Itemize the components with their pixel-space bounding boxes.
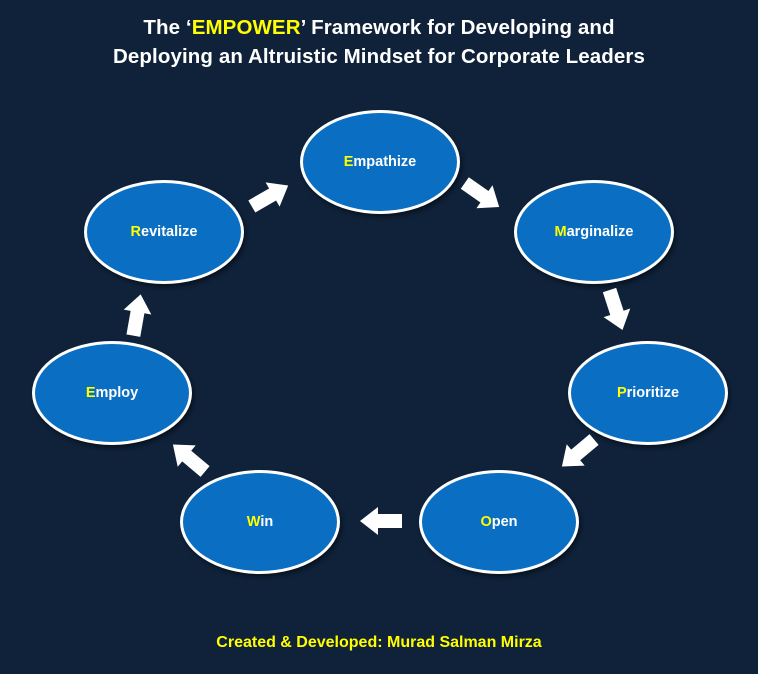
arrow-win-to-employ-icon <box>168 444 210 477</box>
node-initial: E <box>343 154 354 170</box>
title-prefix: The ‘ <box>143 16 192 39</box>
node-label: rioritize <box>626 385 680 401</box>
node-initial: M <box>554 224 567 240</box>
node-initial: W <box>246 514 261 530</box>
arrow-employ-to-revitalize-icon <box>116 294 158 337</box>
node-label: evitalize <box>141 224 198 240</box>
node-initial: O <box>480 514 492 530</box>
arrow-marginalize-to-prioritize-icon <box>595 287 637 330</box>
node-label: pen <box>491 514 518 530</box>
node-initial: P <box>616 385 627 401</box>
node-label: arginalize <box>566 224 634 240</box>
node-label: in <box>260 514 274 530</box>
node-label: mpathize <box>353 154 417 170</box>
arrow-revitalize-to-empathize-icon <box>248 182 291 213</box>
node-label: mploy <box>95 385 139 401</box>
node-initial: R <box>130 224 142 240</box>
title-suffix: ’ Framework for Developing and <box>300 16 615 39</box>
node-initial: E <box>85 385 96 401</box>
title-line-1: The ‘EMPOWER’ Framework for Developing a… <box>0 13 758 42</box>
diagram-title: The ‘EMPOWER’ Framework for Developing a… <box>0 13 758 71</box>
credit-line: Created & Developed: Murad Salman Mirza <box>216 634 542 651</box>
arrow-empathize-to-marginalize-icon <box>460 177 503 209</box>
arrow-prioritize-to-open-icon <box>557 434 599 467</box>
title-line-2: Deploying an Altruistic Mindset for Corp… <box>113 45 645 68</box>
arrow-open-to-win-icon <box>360 507 402 535</box>
title-highlight: EMPOWER <box>191 16 301 39</box>
